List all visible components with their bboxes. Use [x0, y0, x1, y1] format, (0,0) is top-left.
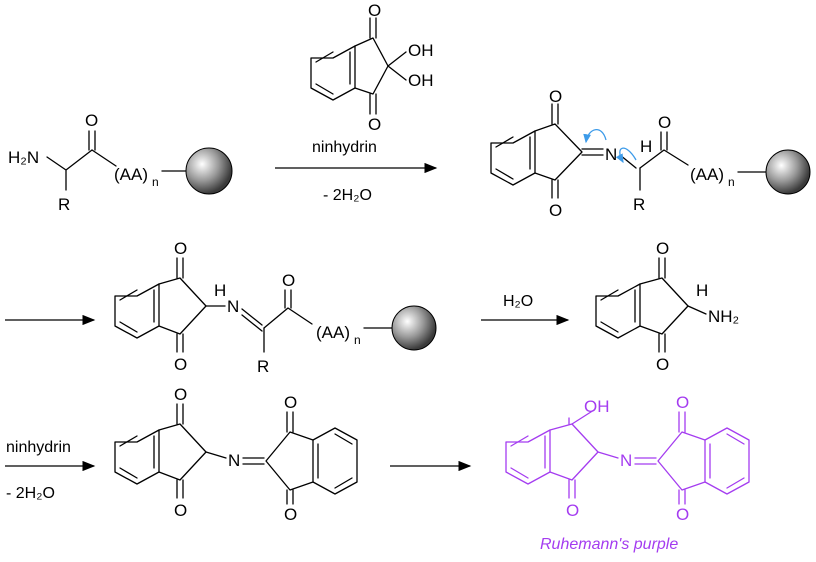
ninhydrin-oxygen-bottom: O	[368, 115, 381, 134]
imine-carbonyl-oxygen: O	[658, 113, 671, 132]
amino-indanone: O O H NH₂	[595, 239, 739, 374]
imine-r-group: R	[633, 195, 645, 214]
ketimine-nitrogen: N	[227, 297, 239, 316]
reagent-ninhydrin-1: ninhydrin	[312, 139, 377, 156]
r-group-label: R	[58, 195, 70, 214]
alpha-hydrogen: H	[640, 137, 652, 156]
starting-peptide: H₂N R O (AA) n	[8, 111, 233, 214]
imine-resin-bead	[765, 149, 811, 195]
carbonyl-oxygen-label: O	[85, 111, 98, 130]
curly-arrow-2	[615, 147, 637, 164]
dimer-oxygen-3: O	[284, 393, 297, 412]
ketimine-oxygen-top: O	[174, 239, 187, 258]
ketimine-intermediate: O O H N R O (AA) n	[114, 239, 437, 376]
ketimine-resin-bead	[391, 305, 437, 351]
ninhydrin-oxygen-top: O	[368, 1, 381, 20]
imine-intermediate: O O N R H O (AA) n	[490, 87, 811, 220]
purple-oxygen-1: O	[566, 501, 579, 520]
dimer-intermediate: O O N O O	[114, 385, 358, 524]
imine-aa-subscript: n	[728, 175, 735, 189]
amino-hydrogen: H	[696, 281, 708, 300]
ketimine-aa-label: (AA)	[316, 323, 350, 342]
dimer-oxygen-4: O	[284, 505, 297, 524]
reagent-ninhydrin-2: ninhydrin	[6, 439, 71, 456]
ninhydrin-hydroxyl-2: OH	[408, 71, 434, 90]
purple-nitrogen: N	[620, 451, 632, 470]
imine-oxygen-bottom: O	[549, 201, 562, 220]
ninhydrin-structure: O O OH OH	[310, 1, 434, 134]
curly-arrow-1	[583, 129, 607, 144]
reagent-water: H₂O	[503, 293, 533, 310]
aa-subscript: n	[152, 175, 159, 189]
purple-oxygen-2: O	[676, 393, 689, 412]
ninhydrin-hydroxyl-1: OH	[408, 41, 434, 60]
resin-bead	[185, 147, 233, 195]
dimer-oxygen-1: O	[174, 385, 187, 404]
aa-label: (AA)	[114, 165, 148, 184]
byproduct-water-1: - 2H₂O	[323, 187, 372, 204]
product-name: Ruhemann's purple	[540, 536, 678, 553]
amine-label: H₂N	[8, 148, 39, 167]
byproduct-water-2: - 2H₂O	[6, 485, 55, 502]
imine-aa-label: (AA)	[690, 165, 724, 184]
purple-hydroxyl: OH	[584, 397, 610, 416]
ruhemanns-purple-structure: OH O N O O	[505, 393, 750, 524]
amino-group: NH₂	[708, 307, 739, 326]
dimer-oxygen-2: O	[174, 501, 187, 520]
imine-nitrogen: N	[605, 145, 617, 164]
ketimine-aa-subscript: n	[354, 333, 361, 347]
ketimine-oxygen-bottom: O	[174, 355, 187, 374]
dimer-nitrogen: N	[228, 451, 240, 470]
ketimine-r-group: R	[257, 357, 269, 376]
ketimine-hydrogen: H	[214, 281, 226, 300]
amino-oxygen-top: O	[656, 239, 669, 258]
purple-oxygen-3: O	[676, 505, 689, 524]
imine-oxygen-top: O	[549, 87, 562, 106]
amino-oxygen-bottom: O	[656, 355, 669, 374]
ketimine-carbonyl-oxygen: O	[282, 271, 295, 290]
